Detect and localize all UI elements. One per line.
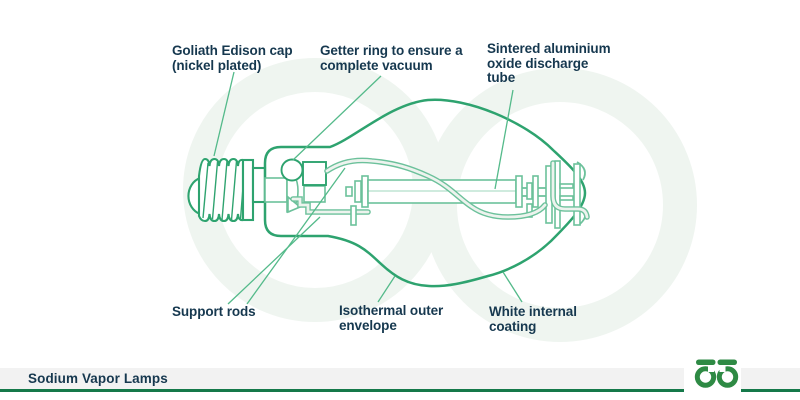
mount-tie-top (559, 183, 574, 189)
lead-wire-block (303, 185, 326, 203)
leader-getter-ring (292, 75, 382, 161)
leader-support-rod-a (227, 216, 321, 305)
mount-plate-3 (573, 163, 581, 226)
leader-lines (213, 71, 523, 305)
tube-right-flange (526, 182, 533, 200)
footer-caption: Sodium Vapor Lamps (28, 371, 168, 386)
leader-support-rod-b (246, 167, 346, 305)
edison-cap-drawing (187, 157, 267, 223)
cap-end-ring (241, 158, 255, 222)
getter-box (302, 161, 327, 186)
support-rod-bracket (290, 196, 371, 226)
cap-contact-tip (187, 176, 202, 216)
rod-tab (350, 205, 357, 226)
tube-left-endplate (361, 175, 369, 208)
geeksforgeeks-logo-icon (694, 359, 739, 388)
tube-right-endplate (515, 175, 523, 208)
discharge-tube-assembly (345, 175, 546, 218)
getter-ring-shape (280, 158, 304, 182)
footer-bar (0, 368, 800, 389)
leader-envelope (377, 275, 396, 303)
leader-edison-cap (213, 71, 235, 157)
label-getter-ring: Getter ring to ensure a complete vacuum (320, 43, 463, 73)
footer-accent-line (0, 389, 800, 392)
mount-tie-bottom (559, 195, 574, 201)
leader-coating (502, 271, 523, 303)
tube-mount (545, 160, 590, 229)
stem-assembly (264, 158, 327, 214)
label-discharge-tube: Sintered aluminium oxide discharge tube (487, 41, 611, 85)
label-support-rods: Support rods (172, 304, 256, 319)
leader-discharge-tube (494, 89, 514, 190)
stem-block (264, 177, 288, 203)
tube-left-nub (345, 186, 353, 197)
label-outer-envelope: Isothermal outer envelope (339, 303, 444, 333)
tube-right-plate2 (532, 175, 539, 208)
cap-thread-ridges (202, 160, 246, 221)
envelope-outline (263, 98, 587, 288)
label-edison-cap: Goliath Edison cap (nickel plated) (172, 43, 293, 73)
tube-left-flange (354, 180, 362, 203)
label-internal-coating: White internal coating (489, 304, 577, 334)
support-rod-wire (324, 157, 548, 220)
cap-bridge (251, 166, 267, 204)
